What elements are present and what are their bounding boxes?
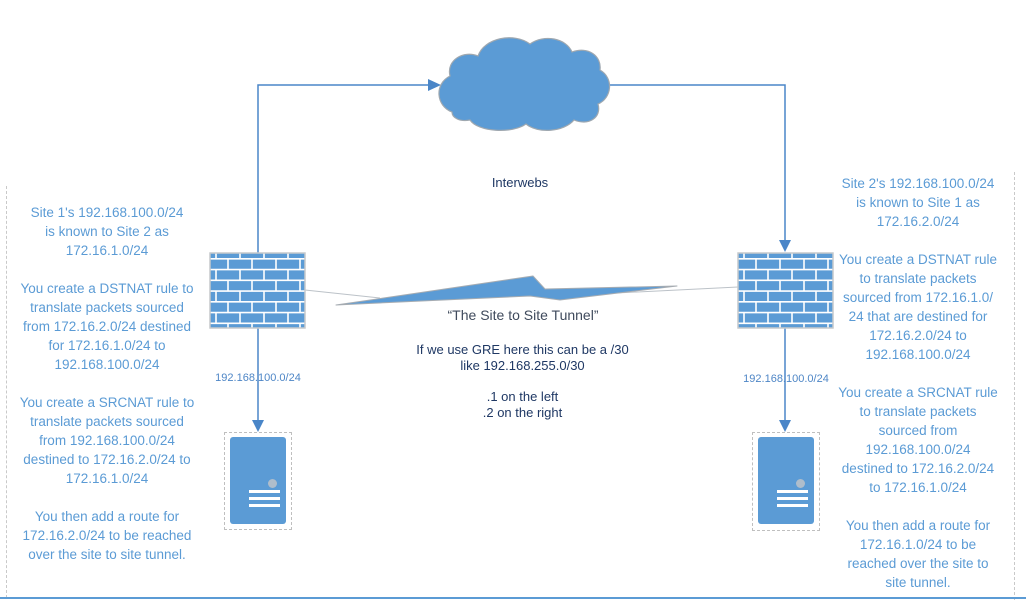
- server-vents-icon: [777, 490, 808, 511]
- server-tower: [758, 437, 814, 524]
- lightning-bolt-icon[interactable]: [335, 275, 678, 306]
- connector-firewall2-to-server2[interactable]: [779, 328, 791, 432]
- endpoint-note[interactable]: .1 on the left .2 on the right: [482, 389, 563, 420]
- server-led-icon: [268, 479, 277, 488]
- bottom-rule: [0, 597, 1026, 599]
- site2-note-dstnat: You create a DSTNAT rule to translate pa…: [838, 252, 998, 362]
- subnet-label-site1[interactable]: 192.168.100.0/24: [215, 372, 301, 384]
- site1-notes-textbox[interactable]: Site 1's 192.168.100.0/24 is known to Si…: [6, 203, 208, 583]
- server-vents-icon: [249, 490, 280, 511]
- connector-cloud-to-site2[interactable]: [605, 84, 791, 252]
- site1-note-srcnat: You create a SRCNAT rule to translate pa…: [19, 395, 195, 486]
- tunnel-baseline-right: [615, 286, 739, 294]
- site1-note-known-as: Site 1's 192.168.100.0/24 is known to Si…: [30, 205, 184, 258]
- arrowhead-down-icon: [779, 240, 791, 252]
- selection-border-left[interactable]: [6, 186, 7, 598]
- arrowhead-right-icon: [428, 79, 441, 91]
- connector-site1-to-cloud[interactable]: [257, 79, 441, 253]
- site1-note-dstnat: You create a DSTNAT rule to translate pa…: [20, 281, 194, 372]
- arrowhead-down-icon: [252, 420, 264, 432]
- site2-note-known-as: Site 2's 192.168.100.0/24 is known to Si…: [841, 176, 995, 229]
- tunnel-label[interactable]: “The Site to Site Tunnel”: [447, 307, 599, 323]
- cloud-icon[interactable]: [438, 37, 611, 131]
- arrowhead-down-icon: [779, 420, 791, 432]
- tunnel-baseline-left: [304, 289, 381, 299]
- firewall-site2-icon[interactable]: [737, 252, 834, 329]
- server-tower: [230, 437, 286, 524]
- server-site1-icon[interactable]: [224, 432, 292, 530]
- server-led-icon: [796, 479, 805, 488]
- connector-firewall1-to-server1[interactable]: [252, 328, 264, 432]
- server-site2-icon[interactable]: [752, 432, 820, 531]
- site2-notes-textbox[interactable]: Site 2's 192.168.100.0/24 is known to Si…: [822, 174, 1014, 604]
- firewall-site1-icon[interactable]: [209, 252, 306, 329]
- site1-note-route: You then add a route for 172.16.2.0/24 t…: [22, 509, 192, 562]
- cloud-label[interactable]: Interwebs: [491, 175, 549, 190]
- site2-note-route: You then add a route for 172.16.1.0/24 t…: [845, 518, 991, 590]
- site2-note-srcnat: You create a SRCNAT rule to translate pa…: [838, 385, 998, 495]
- selection-border-right[interactable]: [1014, 172, 1015, 600]
- subnet-label-site2[interactable]: 192.168.100.0/24: [743, 373, 829, 385]
- gre-note[interactable]: If we use GRE here this can be a /30 lik…: [416, 342, 629, 373]
